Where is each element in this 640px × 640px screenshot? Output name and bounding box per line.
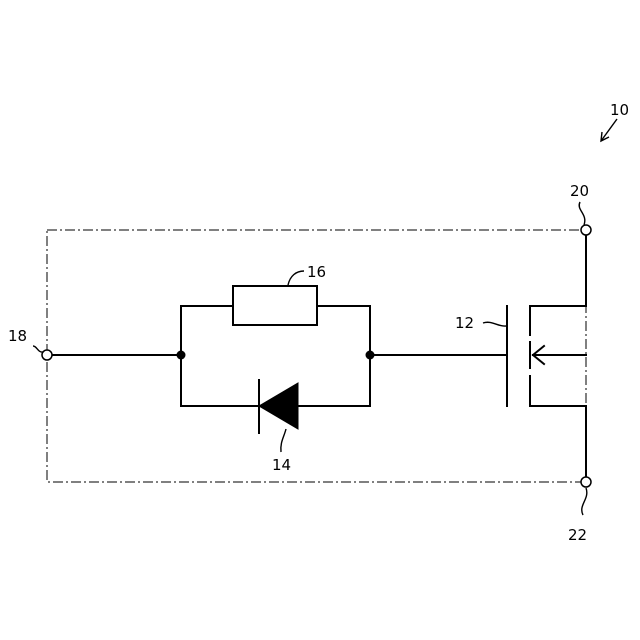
top-terminal-label: 20 (570, 182, 589, 200)
device-reference: 10 (601, 101, 629, 141)
device-label: 10 (610, 101, 629, 119)
bottom-terminal (581, 477, 591, 487)
diode-triangle (259, 383, 298, 429)
diode-leader (281, 429, 286, 452)
resistor (233, 286, 317, 325)
transistor-label: 12 (455, 314, 474, 332)
top-terminal-leader (579, 202, 585, 225)
input-terminal (42, 350, 52, 360)
transistor-leader (483, 322, 506, 326)
junction-left (177, 351, 186, 360)
top-terminal (581, 225, 591, 235)
source-wire (530, 406, 586, 477)
resistor-leader (288, 271, 304, 285)
diode-label: 14 (272, 456, 291, 474)
resistor-label: 16 (307, 263, 326, 281)
input-terminal-label: 18 (8, 327, 27, 345)
input-terminal-leader (33, 346, 43, 352)
bottom-terminal-label: 22 (568, 526, 587, 544)
transistor (507, 235, 586, 477)
drain-wire (530, 235, 586, 306)
bottom-terminal-leader (582, 488, 587, 515)
